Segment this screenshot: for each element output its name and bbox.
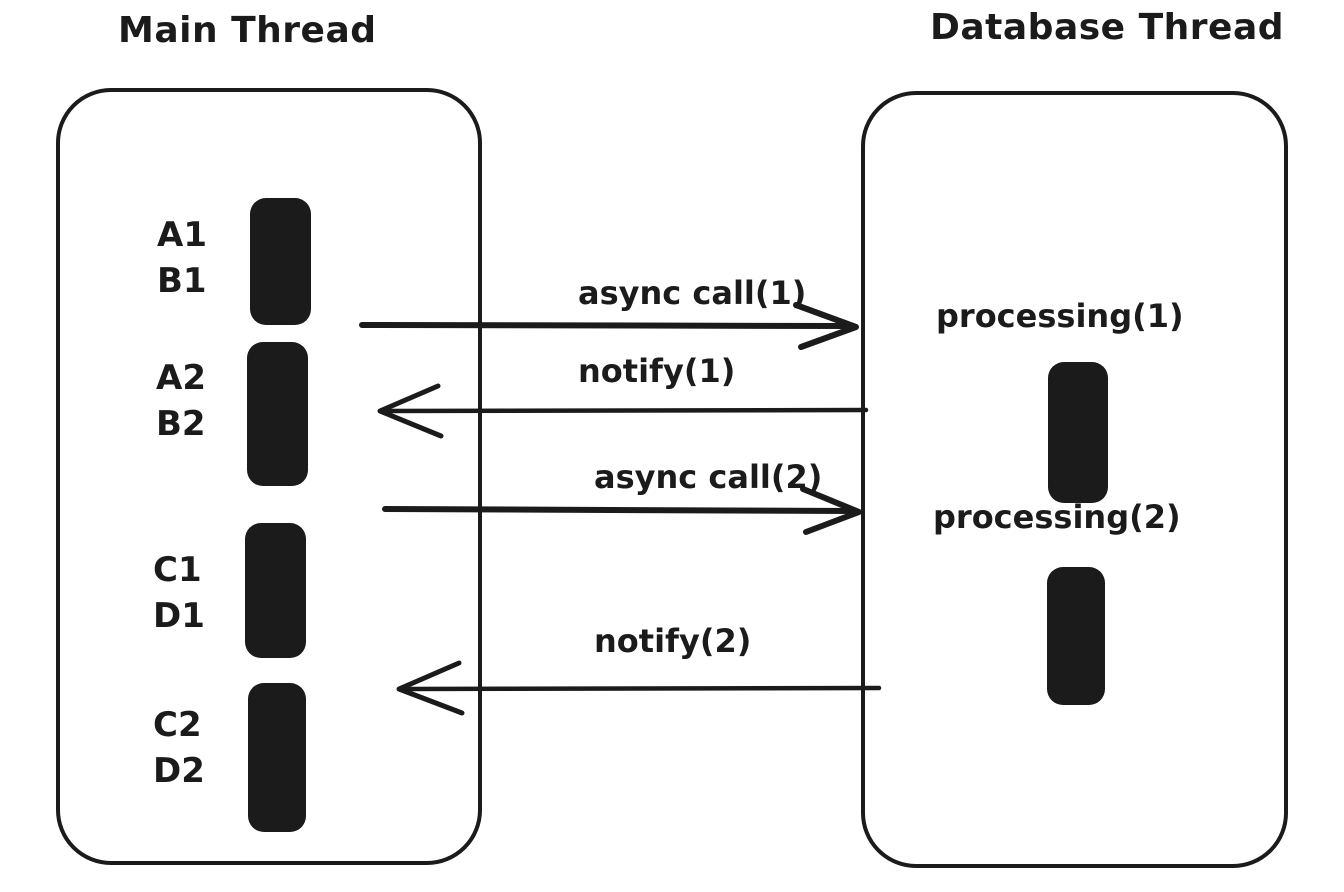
task-label-group-1: A1 B1	[157, 212, 207, 304]
main-thread-title: Main Thread	[118, 10, 377, 51]
task-label-a2: A2	[156, 358, 206, 398]
task-label-group-4: C2 D2	[153, 702, 205, 794]
task-label-a1: A1	[157, 215, 207, 255]
notify-2-label: notify(2)	[594, 622, 752, 660]
main-activity-bar-1	[250, 198, 311, 325]
processing-2-label: processing(2)	[933, 498, 1181, 536]
db-activity-bar-1	[1048, 362, 1108, 503]
task-label-d2: D2	[153, 751, 205, 791]
main-activity-bar-2	[247, 342, 308, 486]
main-thread-box	[56, 88, 482, 865]
main-activity-bar-3	[245, 523, 306, 658]
task-label-c2: C2	[153, 705, 202, 745]
task-label-group-3: C1 D1	[153, 547, 205, 639]
task-label-group-2: A2 B2	[156, 355, 206, 447]
database-thread-box	[861, 91, 1288, 868]
database-thread-title: Database Thread	[930, 7, 1285, 48]
db-activity-bar-2	[1047, 567, 1105, 705]
task-label-b1: B1	[157, 261, 207, 301]
task-label-d1: D1	[153, 596, 205, 636]
notify-1-label: notify(1)	[578, 352, 736, 390]
processing-1-label: processing(1)	[936, 297, 1184, 335]
task-label-c1: C1	[153, 550, 202, 590]
async-call-2-label: async call(2)	[594, 458, 823, 496]
main-activity-bar-4	[248, 683, 306, 832]
async-call-1-label: async call(1)	[578, 274, 807, 312]
task-label-b2: B2	[156, 404, 206, 444]
